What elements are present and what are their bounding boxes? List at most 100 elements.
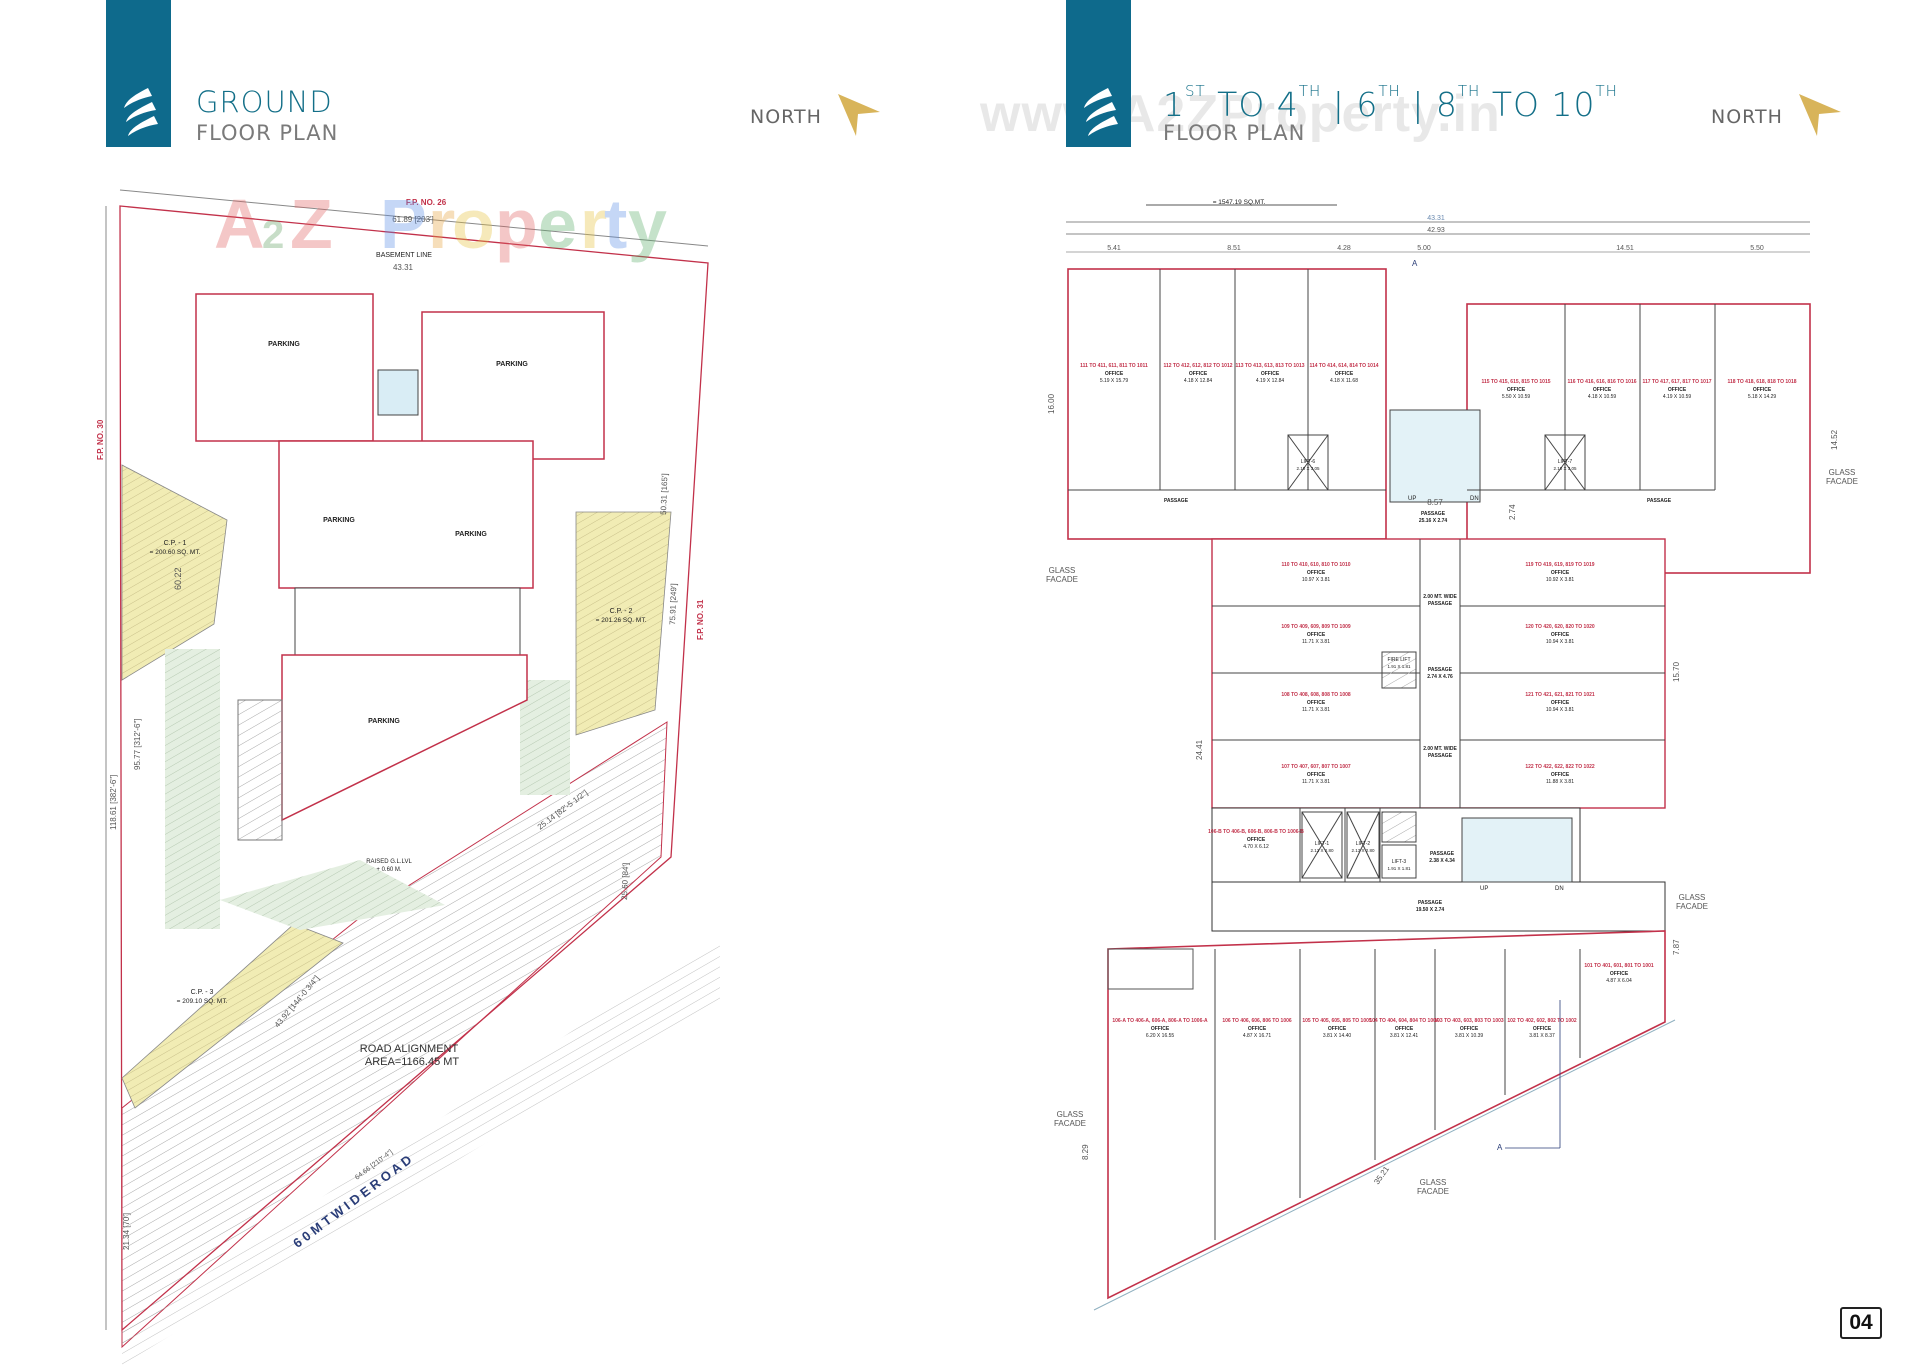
svg-text:o: o bbox=[452, 185, 495, 263]
dim-right-upper: 50.31 [165'] bbox=[659, 473, 669, 515]
lift-size: 2.13 X 2.80 bbox=[1310, 848, 1334, 853]
svg-text:t: t bbox=[604, 185, 627, 263]
partitions bbox=[1068, 269, 1716, 1240]
office-label: OFFICE bbox=[1507, 387, 1526, 393]
car-park-3 bbox=[121, 923, 344, 1109]
unit-size: 4.18 X 11.68 bbox=[1330, 378, 1358, 384]
cp2-area: = 201.26 SQ. MT. bbox=[596, 617, 647, 624]
passage-size: 2.38 X 4.34 bbox=[1429, 858, 1455, 864]
dim-segment: 14.51 bbox=[1616, 245, 1634, 252]
car-park-2 bbox=[575, 511, 672, 736]
office-unit: 122 TO 422, 622, 822 TO 1022OFFICE11.88 … bbox=[1525, 764, 1595, 785]
inner-dimension: 42.93 bbox=[1427, 227, 1445, 234]
unit-size: 3.81 X 14.40 bbox=[1323, 1033, 1352, 1039]
lift-label: LIFT-2 bbox=[1356, 841, 1371, 847]
unit-number-range: 119 TO 419, 619, 819 TO 1019 bbox=[1525, 562, 1594, 568]
glass-facade-label: FACADE bbox=[1054, 1119, 1086, 1128]
unit-size: 11.88 X 3.81 bbox=[1546, 779, 1574, 785]
office-label: OFFICE bbox=[1593, 387, 1612, 393]
lift-size: 1.91 X 1.81 bbox=[1387, 664, 1411, 669]
glass-facade-label: FACADE bbox=[1826, 477, 1858, 486]
lift-shafts bbox=[1287, 434, 1586, 879]
svg-text:2: 2 bbox=[262, 213, 284, 257]
brand-logo-icon bbox=[124, 88, 158, 136]
svg-text:r: r bbox=[580, 185, 607, 263]
stair-down: DN bbox=[1470, 496, 1479, 502]
lift-label: FIRE LIFT bbox=[1387, 657, 1410, 663]
approach-diagonal bbox=[220, 860, 445, 930]
unit-size: 5.18 X 14.29 bbox=[1748, 394, 1777, 400]
unit-number-range: 108 TO 408, 608, 808 TO 1008 bbox=[1281, 692, 1351, 698]
office-label: OFFICE bbox=[1551, 570, 1570, 576]
glass-facade-label: GLASS bbox=[1420, 1178, 1447, 1187]
unit-size: 4.87 X 16.71 bbox=[1243, 1033, 1272, 1039]
site-boundary bbox=[119, 205, 709, 1332]
office-label: OFFICE bbox=[1248, 1026, 1267, 1032]
lift-size: 2.13 X 2.80 bbox=[1351, 848, 1375, 853]
passage-label: PASSAGE bbox=[1418, 900, 1443, 906]
office-unit: 121 TO 421, 621, 821 TO 1021OFFICE10.94 … bbox=[1525, 692, 1595, 713]
office-label: OFFICE bbox=[1105, 371, 1124, 377]
watermark-logo: A 2 Z P r o p e r t y bbox=[214, 185, 667, 263]
passage-main bbox=[1211, 881, 1666, 932]
raised-level-label: RAISED G.L.LVL bbox=[366, 859, 412, 865]
dim-bottom-diagonal: 35.21 bbox=[1372, 1164, 1391, 1186]
brand-logo-block-right bbox=[1066, 0, 1131, 147]
glass-facade-label: FACADE bbox=[1046, 575, 1078, 584]
dim-left-total: 118.61 [382'-6"] bbox=[109, 775, 118, 830]
unit-number-range: 106 TO 406, 606, 806 TO 1006 bbox=[1222, 1018, 1292, 1024]
unit-size: 3.81 X 10.39 bbox=[1455, 1033, 1484, 1039]
passage-label: PASSAGE bbox=[1430, 851, 1455, 857]
passage-size: 19.50 X 2.74 bbox=[1416, 907, 1445, 913]
fp-31-label: F.P. NO. 31 bbox=[696, 599, 705, 640]
office-label: OFFICE bbox=[1151, 1026, 1170, 1032]
unit-size: 3.81 X 8.37 bbox=[1529, 1033, 1555, 1039]
glass-facade-line bbox=[1093, 1019, 1676, 1311]
parking-block-2 bbox=[421, 311, 605, 460]
unit-number-range: 121 TO 421, 621, 821 TO 1021 bbox=[1525, 692, 1595, 698]
office-label: OFFICE bbox=[1551, 632, 1570, 638]
fp-26-label: F.P. NO. 26 bbox=[406, 198, 447, 207]
road-alignment-area: AREA=1166.45 MT bbox=[365, 1056, 460, 1068]
office-unit: 107 TO 407, 607, 807 TO 1007OFFICE11.71 … bbox=[1281, 764, 1351, 785]
office-unit: 120 TO 420, 620, 820 TO 1020OFFICE10.94 … bbox=[1525, 624, 1595, 645]
fp-30-label: F.P. NO. 30 bbox=[96, 419, 105, 460]
unit-size: 10.94 X 3.81 bbox=[1546, 707, 1575, 713]
unit-size: 11.71 X 3.81 bbox=[1302, 707, 1330, 713]
glass-facade-label: GLASS bbox=[1049, 566, 1076, 575]
office-unit: 109 TO 409, 609, 809 TO 1009OFFICE11.71 … bbox=[1281, 624, 1351, 645]
parking-label: PARKING bbox=[323, 517, 355, 524]
unit-number-range: 106-B TO 406-B, 606-B, 806-B TO 1006-B bbox=[1208, 829, 1304, 835]
office-label: OFFICE bbox=[1307, 570, 1326, 576]
stair-up: UP bbox=[1408, 496, 1416, 502]
unit-number-range: 109 TO 409, 609, 809 TO 1009 bbox=[1281, 624, 1351, 630]
unit-size: 3.81 X 12.41 bbox=[1390, 1033, 1419, 1039]
unit-size: 11.71 X 3.81 bbox=[1302, 779, 1330, 785]
lift-size: 2.10 X 3.05 bbox=[1553, 466, 1577, 471]
page-title-left: GROUND bbox=[196, 85, 333, 119]
lift-size: 2.10 X 3.05 bbox=[1296, 466, 1320, 471]
office-unit: 106-B TO 406-B, 606-B, 806-B TO 1006-BOF… bbox=[1208, 829, 1304, 850]
unit-number-range: 116 TO 416, 616, 816 TO 1016 bbox=[1567, 379, 1636, 385]
parking-label: PARKING bbox=[496, 361, 528, 368]
parking-label: PARKING bbox=[455, 531, 487, 538]
unit-size: 5.50 X 10.59 bbox=[1502, 394, 1531, 400]
unit-size: 5.19 X 15.79 bbox=[1100, 378, 1129, 384]
approach-strip-right bbox=[520, 680, 570, 795]
brand-logo-block bbox=[106, 0, 171, 147]
stair-down: DN bbox=[1555, 886, 1564, 892]
dim-segment: 5.41 bbox=[1107, 245, 1121, 252]
office-unit: 119 TO 419, 619, 819 TO 1019OFFICE10.92 … bbox=[1525, 562, 1594, 583]
office-label: OFFICE bbox=[1328, 1026, 1347, 1032]
lift-size: 1.91 X 1.81 bbox=[1387, 866, 1411, 871]
office-label: OFFICE bbox=[1307, 772, 1326, 778]
north-label-right: NORTH bbox=[1711, 106, 1783, 128]
unit-size: 4.18 X 12.84 bbox=[1184, 378, 1213, 384]
